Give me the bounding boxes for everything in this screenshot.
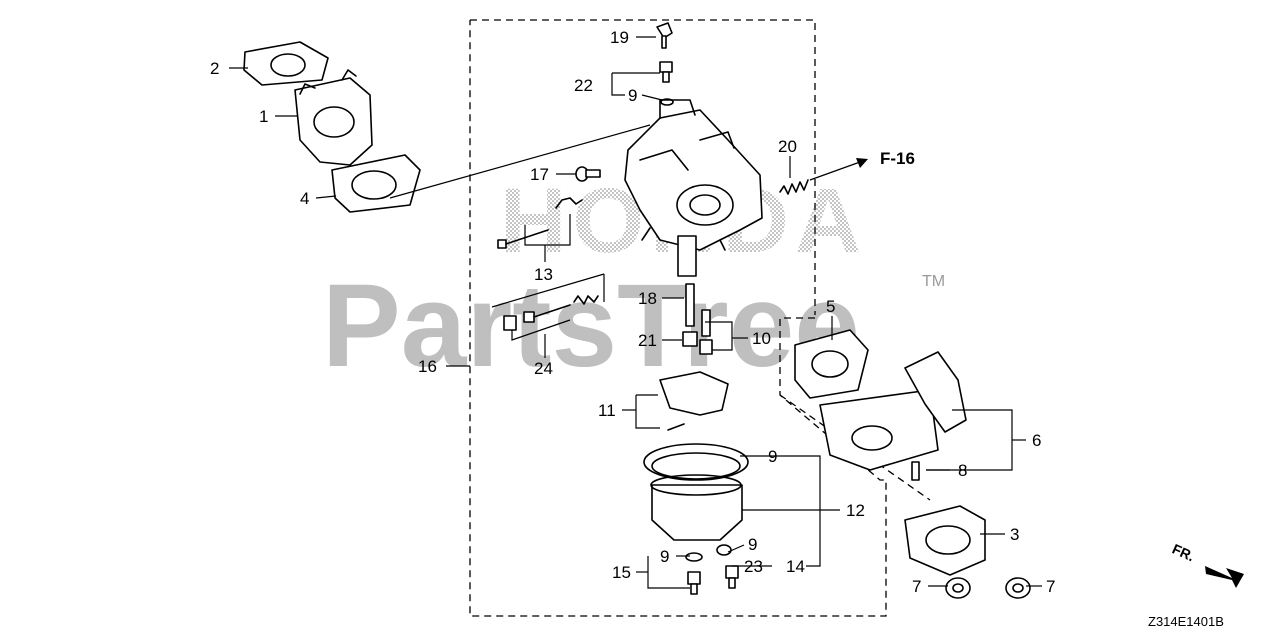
part-15-drain-bolt	[685, 552, 703, 595]
gasket-assembly-boundary	[779, 394, 931, 501]
callout-5: 5	[826, 297, 835, 316]
callout-23: 23	[744, 557, 763, 576]
callout-7-left: 7	[912, 577, 921, 596]
part-4-gasket	[331, 154, 421, 213]
part-3-gasket	[904, 505, 986, 576]
part-22-screw	[659, 61, 674, 106]
part-21-jet	[682, 331, 698, 347]
callout-3: 3	[1010, 525, 1019, 544]
callout-12: 12	[846, 501, 865, 520]
part-23-bolt	[716, 544, 739, 589]
part-19-knob	[656, 22, 673, 49]
callout-17: 17	[530, 165, 549, 184]
part-7-nut-right	[1005, 577, 1031, 599]
part-24-screw	[503, 295, 599, 331]
callout-2: 2	[210, 59, 219, 78]
callout-13: 13	[534, 265, 553, 284]
carburetor-assembly-boundary	[469, 19, 887, 617]
carburetor-body	[624, 99, 763, 277]
callout-4: 4	[300, 189, 309, 208]
part-10-float-valve	[699, 309, 713, 355]
callout-6: 6	[1032, 431, 1041, 450]
part-20-spring	[779, 179, 809, 195]
partstree-watermark: PartsTree	[322, 260, 860, 392]
part-7-nut-left	[945, 577, 971, 599]
callout-20: 20	[778, 137, 797, 156]
callout-10: 10	[752, 329, 771, 348]
alignment-line	[389, 124, 651, 199]
part-13-pilot-screw	[497, 197, 583, 249]
front-direction-arrow	[1205, 566, 1244, 588]
part-18-nozzle	[685, 283, 695, 327]
part-6-bracket	[819, 351, 967, 471]
callout-15: 15	[612, 563, 631, 582]
callout-21: 21	[638, 331, 657, 350]
part-1-insulator	[294, 69, 373, 166]
diagram-code: Z314E1401B	[1148, 614, 1224, 629]
part-17-screw	[575, 166, 601, 182]
part-8-pin	[911, 461, 920, 481]
callout-9-top: 9	[628, 86, 637, 105]
callout-18: 18	[638, 289, 657, 308]
part-12-float-bowl	[643, 443, 749, 541]
callout-1: 1	[259, 107, 268, 126]
callout-14: 14	[786, 557, 805, 576]
front-label: FR.	[1170, 541, 1197, 565]
callout-9-bottom-left: 9	[660, 547, 669, 566]
leader-lines	[229, 36, 1042, 589]
part-2-gasket	[243, 41, 329, 86]
part-11-float	[659, 371, 729, 431]
reference-arrow-head	[856, 158, 868, 168]
reference-arrow-line	[809, 161, 861, 181]
callout-11: 11	[598, 401, 616, 420]
callout-19: 19	[610, 28, 629, 47]
callout-7-right: 7	[1046, 577, 1055, 596]
callout-22: 22	[574, 76, 593, 95]
reference-label-f16: F-16	[880, 149, 915, 168]
callout-9-bottom-right: 9	[748, 535, 757, 554]
part-5-gasket	[794, 329, 869, 399]
callout-8: 8	[958, 461, 967, 480]
callout-9-bowl: 9	[768, 447, 777, 466]
callout-16: 16	[418, 357, 437, 376]
trademark-symbol: TM	[922, 273, 945, 290]
callout-24: 24	[534, 359, 553, 378]
